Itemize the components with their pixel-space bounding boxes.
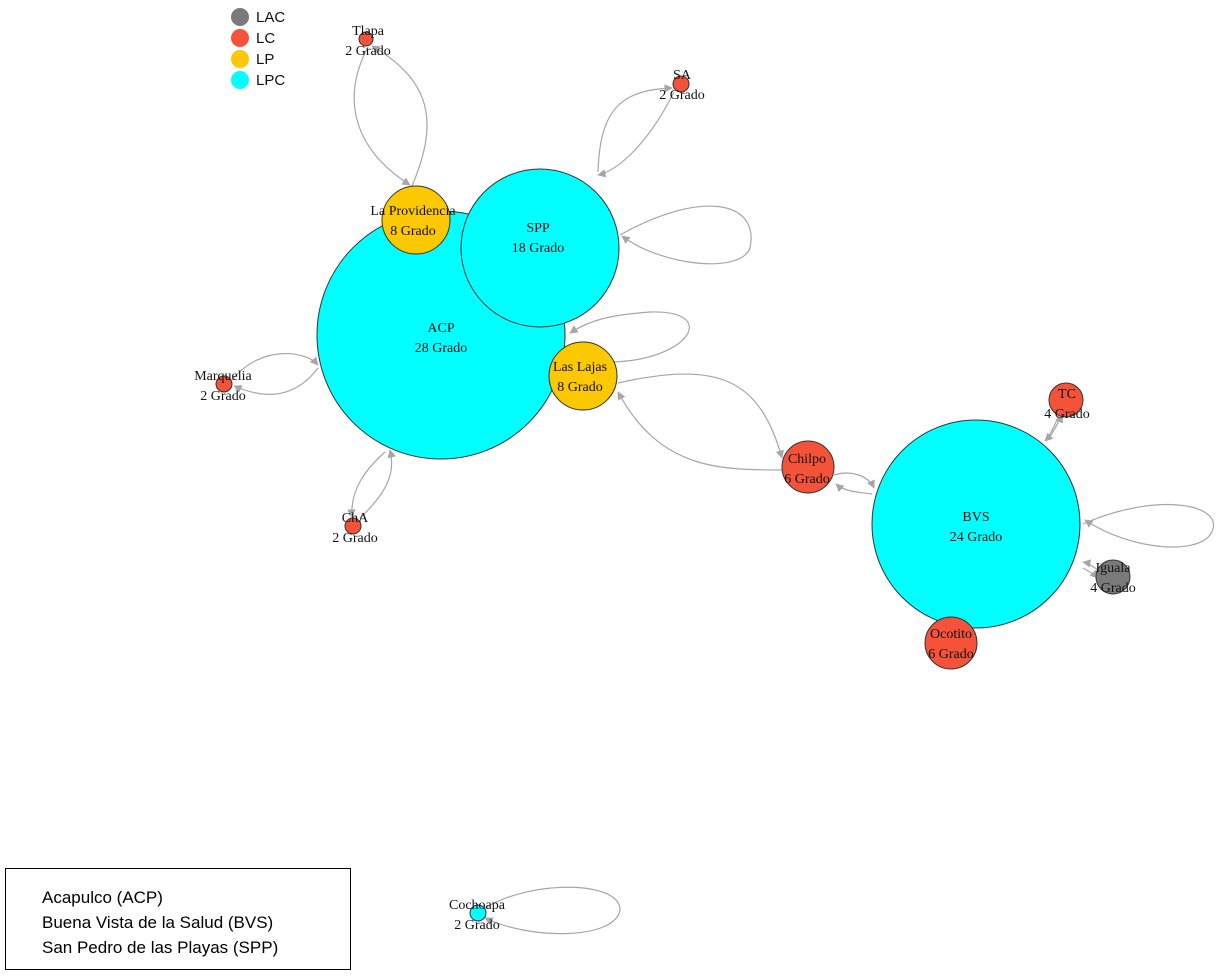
- node-name-laslajas: Las Lajas: [553, 360, 607, 375]
- legend: LAC LC LP LPC: [231, 8, 285, 89]
- edge-cochoapa-to-cochoapa: [484, 886, 621, 935]
- node-tlapa: [358, 31, 374, 47]
- edge-bvs-to-chilpo: [835, 483, 873, 495]
- legend-swatch-lpc: [231, 71, 249, 89]
- node-name-cha: ChA: [342, 511, 369, 526]
- legend-swatch-lp: [231, 50, 249, 68]
- edge-iguala-to-bvs: [1082, 559, 1099, 571]
- node-name-ocotito: Ocotito: [930, 627, 972, 642]
- node-sa: [672, 75, 690, 93]
- legend-label-lc: LC: [256, 30, 275, 47]
- node-degree-ocotito: 6 Grado: [928, 647, 974, 662]
- abbreviation-spp: San Pedro de las Playas (SPP): [42, 938, 279, 957]
- node-name-laprovidencia: La Providencia: [370, 204, 456, 219]
- abbreviation-box: Acapulco (ACP) Buena Vista de la Salud (…: [5, 868, 351, 970]
- legend-label-lac: LAC: [256, 9, 285, 26]
- edge-acp-to-cha: [347, 451, 386, 518]
- edge-laprovidencia-to-tlapa: [371, 45, 428, 187]
- node-cha: [344, 517, 362, 535]
- node-laslajas: [548, 341, 618, 411]
- node-degree-laprovidencia: 8 Grado: [390, 224, 436, 239]
- node-degree-marquelia: 2 Grado: [200, 389, 246, 404]
- node-degree-spp: 18 Grado: [512, 241, 565, 256]
- node-degree-sa: 2 Grado: [659, 88, 705, 103]
- edge-laslajas-to-chilpo: [617, 373, 784, 459]
- node-name-chilpo: Chilpo: [788, 452, 826, 467]
- node-degree-chilpo: 6 Grado: [784, 472, 830, 487]
- legend-swatch-lc: [231, 29, 249, 47]
- edge-spp-to-spp: [619, 205, 752, 265]
- edge-marquelia-to-acp: [231, 352, 319, 381]
- node-chilpo: [781, 440, 835, 494]
- edge-bvs-to-bvs: [1082, 504, 1214, 548]
- node-name-acp: ACP: [427, 321, 454, 336]
- node-degree-tlapa: 2 Grado: [345, 44, 391, 59]
- legend-label-lpc: LPC: [256, 72, 285, 89]
- edge-chilpo-to-laslajas: [617, 391, 785, 471]
- node-degree-acp: 28 Grado: [415, 341, 468, 356]
- node-iguala: [1095, 559, 1131, 595]
- node-name-bvs: BVS: [962, 510, 989, 525]
- node-ocotito: [924, 616, 978, 670]
- edge-tlapa-to-laprovidencia: [353, 46, 411, 186]
- node-name-marquelia: Marquelia: [194, 369, 252, 384]
- node-laprovidencia: [381, 185, 451, 255]
- abbreviation-acp: Acapulco (ACP): [42, 888, 163, 907]
- edge-laslajas-to-laslajas: [569, 311, 690, 363]
- node-name-tlapa: Tlapa: [352, 24, 385, 39]
- legend-swatch-lac: [231, 8, 249, 26]
- node-spp: [460, 168, 620, 328]
- node-degree-cochoapa: 2 Grado: [454, 918, 500, 933]
- edge-sa-to-spp: [597, 91, 675, 178]
- node-marquelia: [215, 375, 233, 393]
- edge-acp-to-marquelia: [233, 367, 319, 395]
- legend-label-lp: LP: [256, 51, 274, 68]
- edge-chilpo-to-bvs: [833, 472, 875, 489]
- node-bvs: [871, 419, 1081, 629]
- node-cochoapa: [469, 904, 487, 922]
- node-degree-laslajas: 8 Grado: [557, 380, 603, 395]
- node-name-iguala: Iguala: [1096, 561, 1132, 576]
- node-degree-bvs: 24 Grado: [950, 530, 1003, 545]
- nodes-layer: [215, 31, 1131, 922]
- edge-spp-to-sa: [597, 84, 673, 173]
- node-degree-tc: 4 Grado: [1044, 407, 1090, 422]
- node-name-cochoapa: Cochoapa: [449, 898, 506, 913]
- node-degree-cha: 2 Grado: [332, 531, 378, 546]
- edge-cha-to-acp: [359, 449, 396, 519]
- node-name-tc: TC: [1058, 387, 1076, 402]
- abbreviation-bvs: Buena Vista de la Salud (BVS): [42, 913, 274, 932]
- node-name-spp: SPP: [526, 221, 550, 236]
- node-name-sa: SA: [673, 68, 692, 83]
- node-tc: [1048, 382, 1084, 418]
- node-degree-iguala: 4 Grado: [1090, 581, 1136, 596]
- edges-layer: [231, 45, 1214, 935]
